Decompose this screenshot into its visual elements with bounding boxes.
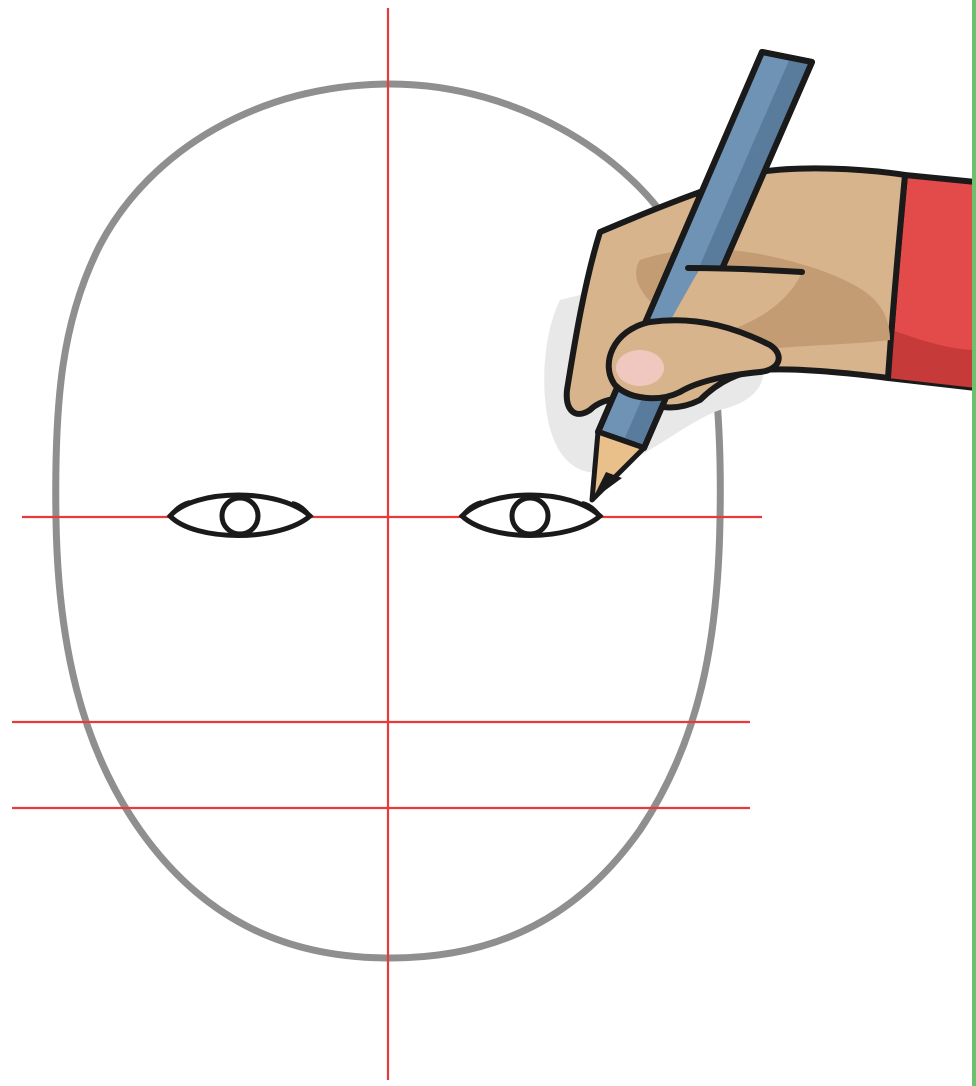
guide-lines	[12, 8, 762, 1080]
hand-with-pencil	[544, 52, 976, 500]
thumbnail	[616, 350, 664, 386]
right-eye-icon	[462, 495, 600, 536]
left-eye-icon	[170, 495, 310, 536]
right-border	[972, 0, 976, 1086]
